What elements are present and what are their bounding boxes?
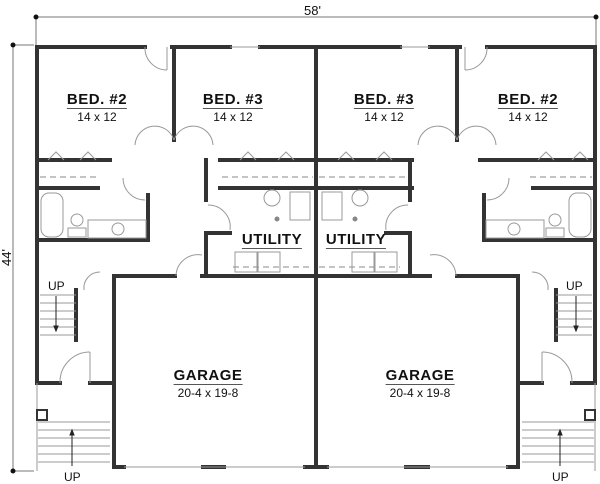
room-name: UTILITY — [325, 231, 387, 249]
room-label-bed-3-right: BED. #3 14 x 12 — [353, 91, 415, 124]
room-label-utility-right: UTILITY — [325, 231, 387, 249]
room-label-bed-3-left: BED. #3 14 x 12 — [202, 91, 264, 124]
room-size: 20-4 x 19-8 — [389, 386, 451, 400]
room-label-bed-2-left: BED. #2 14 x 12 — [66, 91, 128, 124]
width-dimension-label: 58' — [304, 3, 321, 18]
room-name: GARAGE — [173, 367, 243, 385]
room-name: BED. #3 — [353, 91, 415, 109]
room-name: GARAGE — [385, 367, 455, 385]
room-size: 20-4 x 19-8 — [177, 386, 239, 400]
depth-dimension-label: 44' — [0, 249, 14, 266]
room-size: 14 x 12 — [77, 110, 117, 124]
room-size: 14 x 12 — [364, 110, 404, 124]
stair-up-label: UP — [48, 279, 65, 293]
room-label-garage-right: GARAGE 20-4 x 19-8 — [385, 367, 455, 400]
room-name: BED. #3 — [202, 91, 264, 109]
dimension-lines — [12, 16, 597, 472]
room-name: BED. #2 — [66, 91, 128, 109]
room-label-garage-left: GARAGE 20-4 x 19-8 — [173, 367, 243, 400]
room-label-bed-2-right: BED. #2 14 x 12 — [497, 91, 559, 124]
stair-up-label: UP — [552, 470, 569, 484]
room-label-utility-left: UTILITY — [241, 231, 303, 249]
room-size: 14 x 12 — [213, 110, 253, 124]
stair-up-label: UP — [64, 470, 81, 484]
room-name: UTILITY — [241, 231, 303, 249]
stair-up-label: UP — [566, 279, 583, 293]
stairs — [38, 294, 594, 463]
room-name: BED. #2 — [497, 91, 559, 109]
room-size: 14 x 12 — [508, 110, 548, 124]
walls — [35, 45, 597, 469]
